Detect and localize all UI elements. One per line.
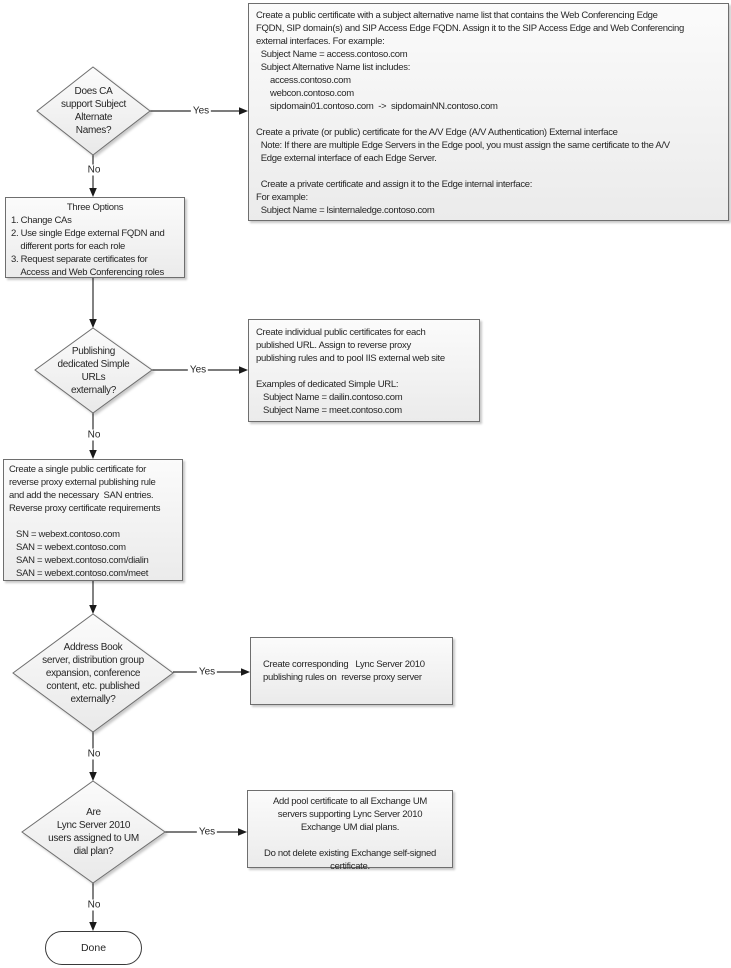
arrowhead-um-no <box>89 922 97 931</box>
edge-label-um-no: No <box>85 899 103 911</box>
process-box-publishing-rules: Create corresponding Lync Server 2010 pu… <box>250 637 453 705</box>
arrowhead-address-book-yes <box>241 668 250 676</box>
edge-label-ca-san-yes: Yes <box>190 105 212 117</box>
process-box-exchange-um: Add pool certificate to all Exchange UM … <box>247 790 453 872</box>
process-box-reverse-proxy-cert: Create a single public certificate for r… <box>3 459 183 581</box>
arrowhead-um-yes <box>238 828 247 836</box>
edge-label-address-book-no: No <box>85 748 103 760</box>
process-box-reverse-proxy-cert-text: Create a single public certificate for r… <box>9 464 161 579</box>
edge-label-simple-urls-yes: Yes <box>187 364 209 376</box>
arrowhead-simple-urls-yes <box>239 366 248 374</box>
process-box-individual-certs-text: Create individual public certificates fo… <box>256 327 445 416</box>
three-options-title: Three Options <box>66 202 124 213</box>
decision-um-dial-plan-shape <box>21 780 166 884</box>
arrowhead-ca-san-no <box>89 188 97 197</box>
process-box-exchange-um-text: Add pool certificate to all Exchange UM … <box>264 796 436 872</box>
arrowhead-to-simple-urls <box>89 319 97 328</box>
arrowhead-address-book-no <box>89 772 97 781</box>
arrowhead-simple-urls-no <box>89 450 97 459</box>
process-box-individual-certs: Create individual public certificates fo… <box>248 319 480 422</box>
decision-ca-san-shape <box>36 66 151 156</box>
process-box-edge-certificates-text: Create a public certificate with a subje… <box>256 10 684 216</box>
terminator-done: Done <box>45 931 142 965</box>
edge-label-ca-san-no: No <box>85 164 103 176</box>
three-options-text: 1. Change CAs 2. Use single Edge externa… <box>11 215 165 278</box>
decision-simple-urls-shape <box>34 327 153 414</box>
decision-address-book-shape <box>12 613 174 733</box>
process-box-three-options: Three Options 1. Change CAs 2. Use singl… <box>5 197 185 278</box>
process-box-publishing-rules-text: Create corresponding Lync Server 2010 pu… <box>263 659 425 683</box>
edge-label-address-book-yes: Yes <box>196 666 218 678</box>
process-box-edge-certificates: Create a public certificate with a subje… <box>248 3 729 221</box>
edge-label-simple-urls-no: No <box>85 429 103 441</box>
edge-label-um-yes: Yes <box>196 826 218 838</box>
arrowhead-to-address-book <box>89 605 97 614</box>
arrowheads <box>89 107 250 931</box>
arrowhead-ca-san-yes <box>239 107 248 115</box>
